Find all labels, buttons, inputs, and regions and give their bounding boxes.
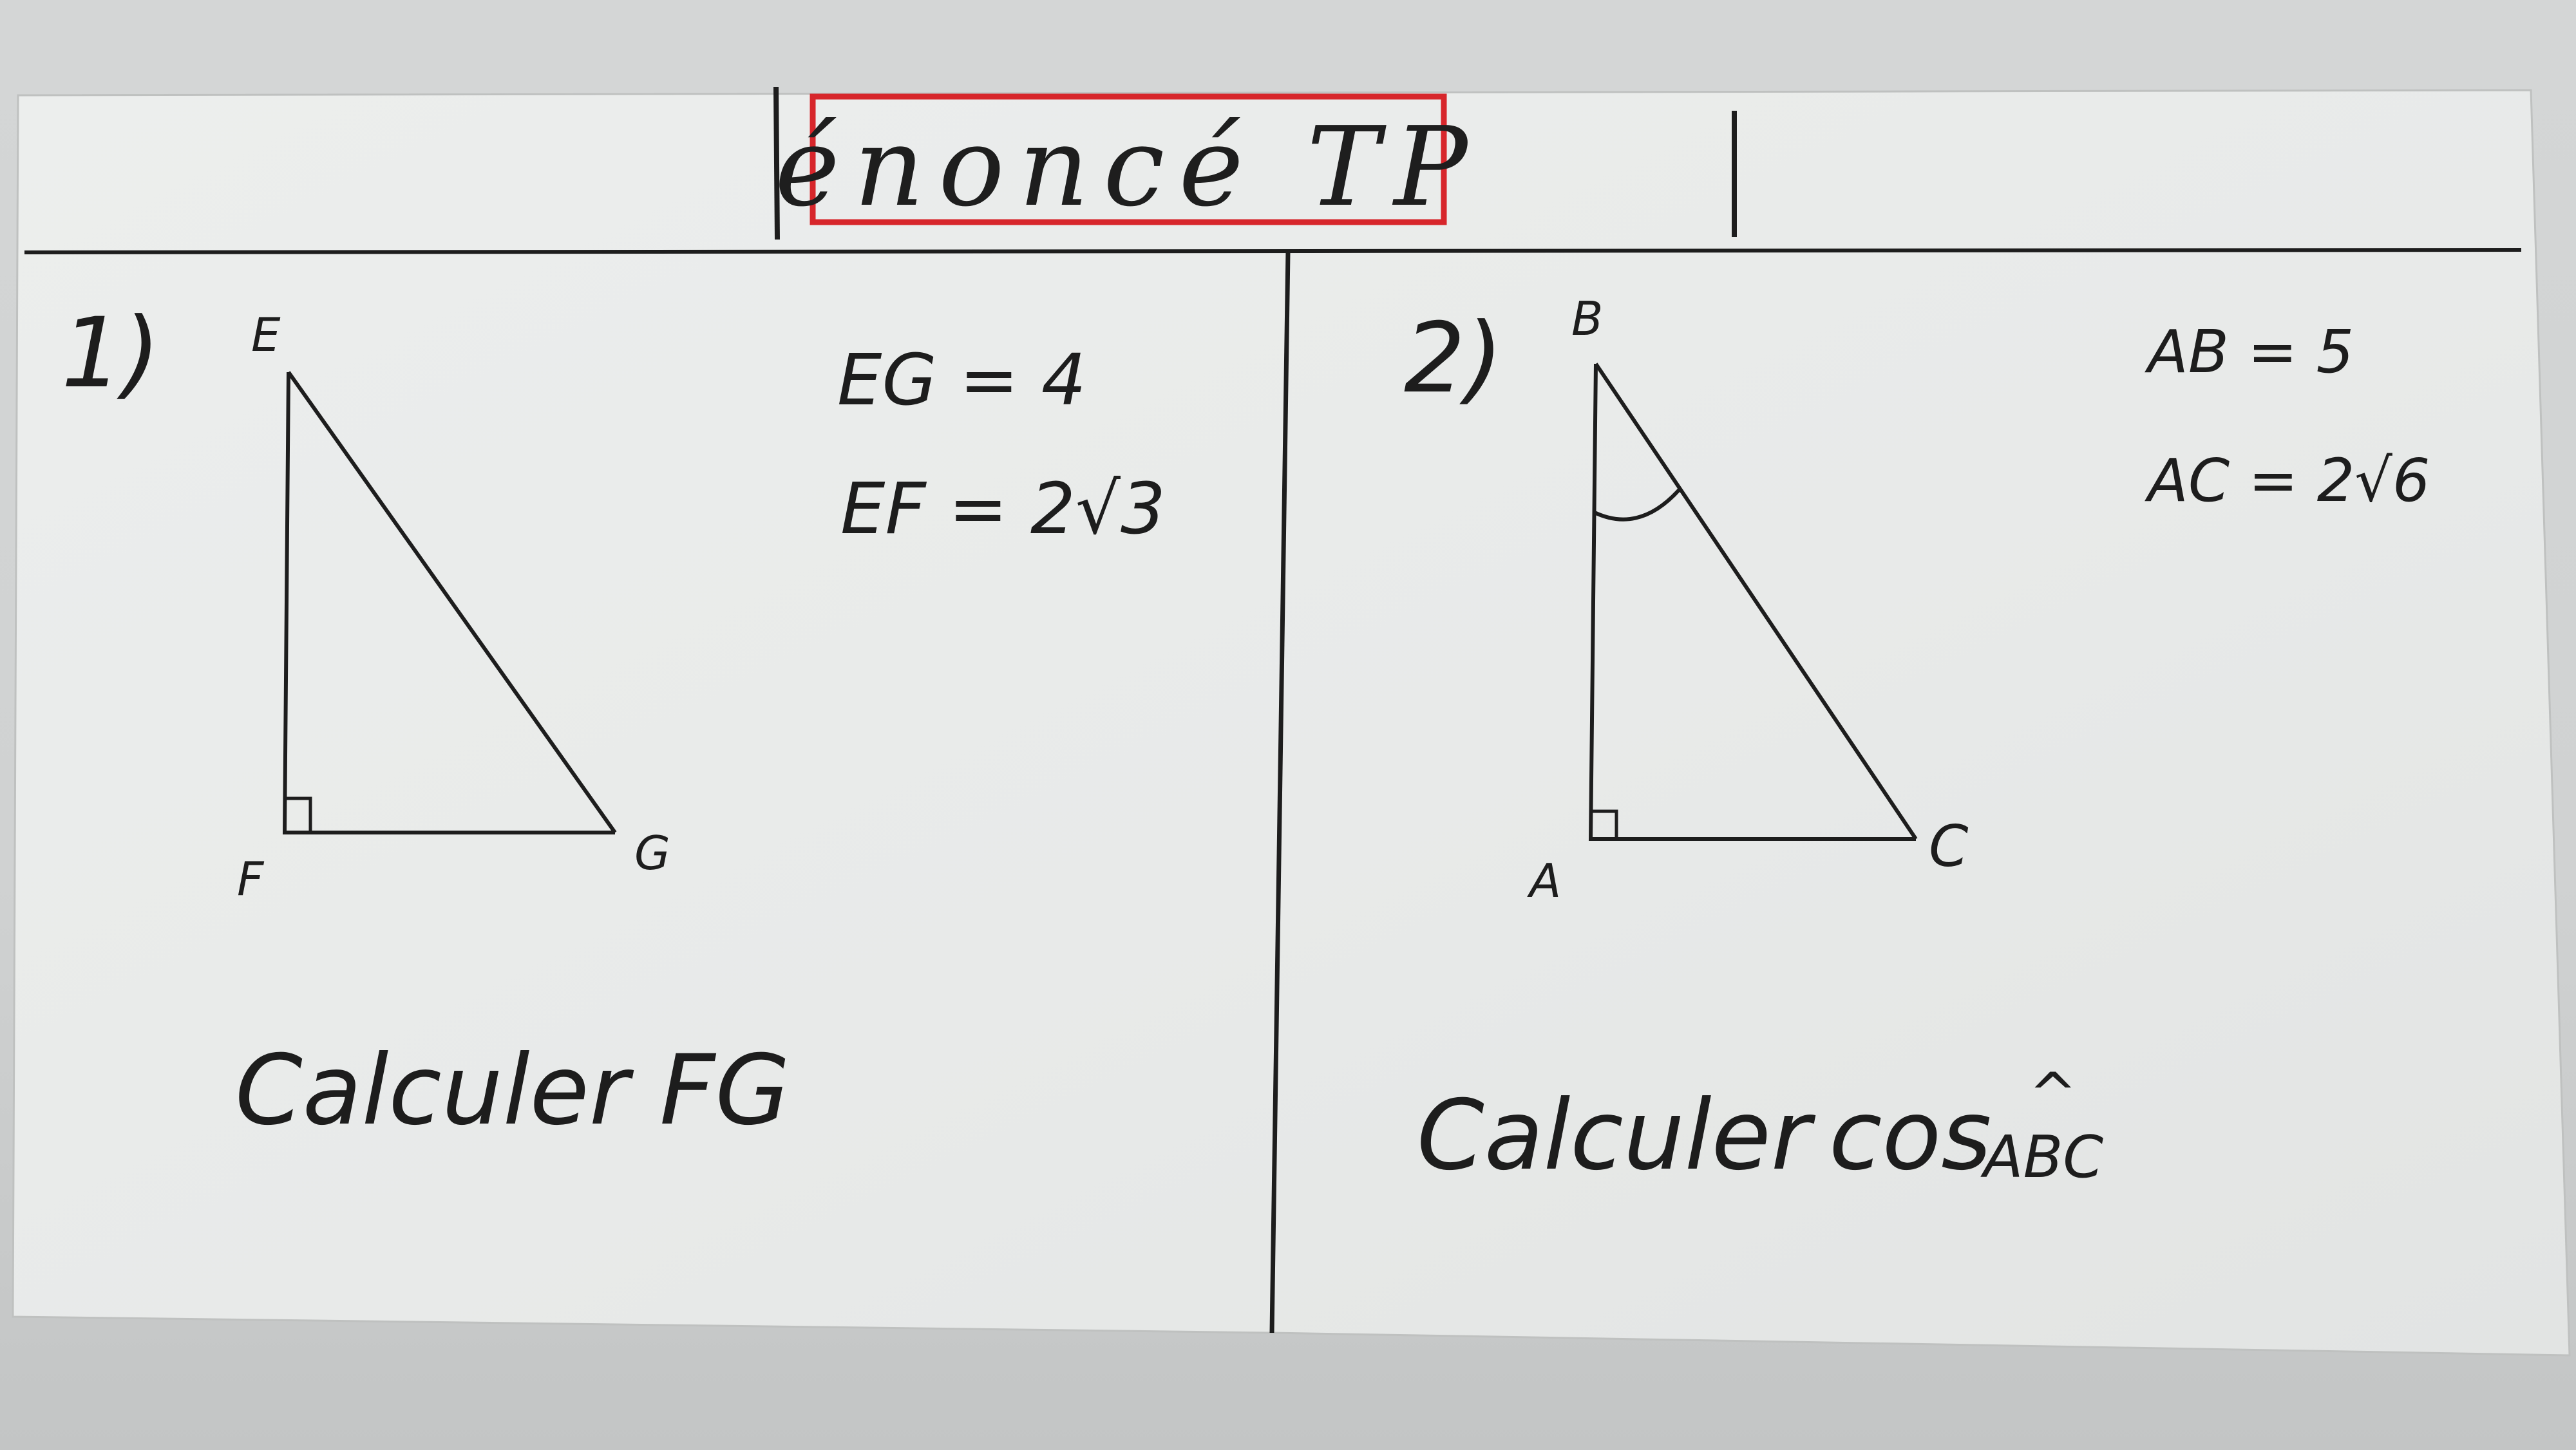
- task-1: Calculer FG: [235, 1035, 790, 1147]
- header-divider-left: [773, 86, 780, 240]
- right-angle-marker: [283, 796, 312, 834]
- angle-arc-abc: [1592, 487, 1681, 522]
- vertex-g-label: G: [634, 826, 670, 880]
- exercise-2-number: 2): [1404, 303, 1503, 415]
- given-ab: AB = 5: [2145, 317, 2354, 386]
- task-2-word: Calculer: [1417, 1080, 1816, 1192]
- vertex-f-label: F: [237, 852, 265, 906]
- vertex-a-label: A: [1527, 854, 1561, 908]
- vertex-b-label: B: [1571, 292, 1603, 346]
- triangle-efg: [282, 371, 617, 834]
- column-divider: [1269, 252, 1291, 1333]
- task-2: Calculer cos ABC ^: [1417, 1060, 2103, 1192]
- right-angle-marker: [1589, 809, 1618, 841]
- task-2-angle: ABC: [1980, 1124, 2103, 1191]
- paper-card: [12, 89, 2571, 1357]
- exercise-2: 2) B A C AB = 5 AC = 2√6 Calculer cos AB…: [1404, 292, 2430, 1192]
- title-box: énoncé TP: [775, 93, 1482, 231]
- exercise-1: 1) E F G EG = 4 EF = 2√3 Calculer FG: [61, 297, 1166, 1147]
- exercise-1-number: 1): [61, 297, 160, 410]
- given-ef: EF = 2√3: [840, 467, 1166, 550]
- header-rule: [24, 248, 2522, 254]
- title: énoncé TP: [775, 104, 1482, 231]
- given-eg: EG = 4: [837, 339, 1086, 421]
- vertex-c-label: C: [1929, 813, 1969, 880]
- triangle-abc: [1588, 362, 1918, 841]
- task-2-function: cos: [1829, 1080, 1991, 1192]
- given-ac: AC = 2√6: [2145, 446, 2430, 515]
- vertex-e-label: E: [251, 308, 281, 362]
- task-2-angle-hat: ^: [2029, 1060, 2077, 1128]
